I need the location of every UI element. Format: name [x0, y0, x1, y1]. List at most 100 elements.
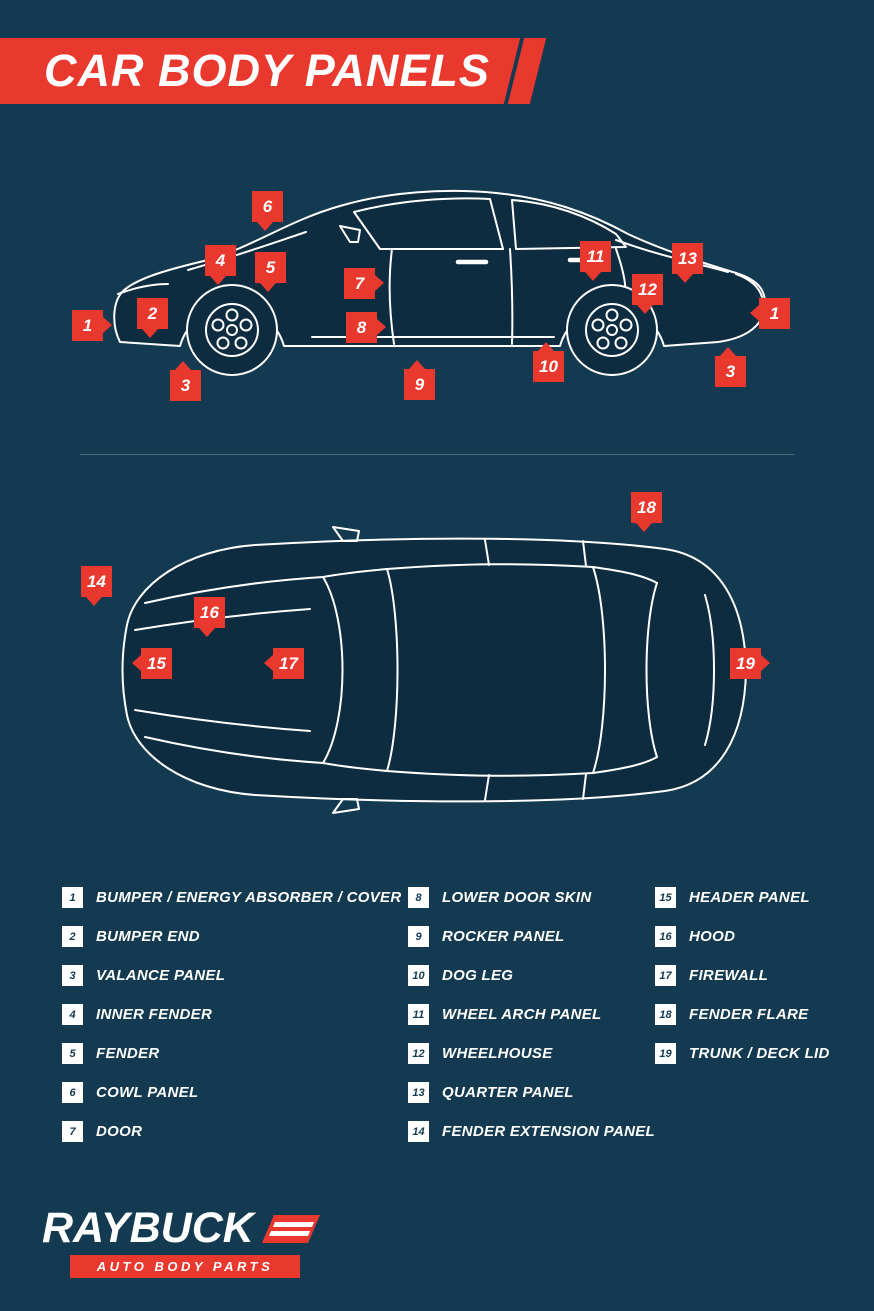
hood-crease-bottom — [134, 709, 311, 732]
marker-number: 13 — [678, 248, 697, 268]
side-marker-10: 10 — [533, 342, 564, 382]
legend-number: 14 — [408, 1121, 429, 1142]
legend-label: INNER FENDER — [96, 1006, 213, 1023]
tagline-bar: AUTO BODY PARTS — [70, 1255, 300, 1278]
legend-number: 16 — [655, 926, 676, 947]
legend-label: WHEELHOUSE — [442, 1045, 553, 1062]
a-pillar-top — [322, 568, 388, 578]
taillight-line — [735, 273, 763, 298]
legend-number: 13 — [408, 1082, 429, 1103]
side-marker-6: 6 — [252, 191, 283, 231]
section-divider — [80, 454, 794, 455]
legend-label: HOOD — [689, 928, 736, 945]
top-marker-15: 15 — [132, 648, 172, 679]
legend-item-19: 19 TRUNK / DECK LID — [655, 1034, 830, 1073]
legend-item-3: 3 VALANCE PANEL — [62, 956, 401, 995]
side-marker-9: 9 — [404, 360, 435, 400]
legend-item-8: 8 LOWER DOOR SKIN — [408, 878, 655, 917]
legend-label: BUMPER / ENERGY ABSORBER / COVER — [96, 889, 402, 906]
top-marker-16: 16 — [194, 597, 225, 637]
marker-number: 2 — [147, 303, 158, 323]
legend-item-17: 17 FIREWALL — [655, 956, 830, 995]
legend-number: 11 — [408, 1004, 429, 1025]
legend-number: 1 — [62, 887, 83, 908]
legend-item-1: 1 BUMPER / ENERGY ABSORBER / COVER — [62, 878, 401, 917]
legend-label: TRUNK / DECK LID — [689, 1045, 830, 1062]
trunk-edge — [704, 594, 715, 746]
legend-number: 3 — [62, 965, 83, 986]
top-marker-14: 14 — [81, 566, 112, 606]
legend-item-16: 16 HOOD — [655, 917, 830, 956]
door-seam-bottom-1 — [484, 774, 490, 801]
side-marker-8: 8 — [346, 312, 386, 343]
legend-label: QUARTER PANEL — [442, 1084, 574, 1101]
legend-label: FENDER EXTENSION PANEL — [442, 1123, 656, 1140]
brand-row: RAYBUCK — [42, 1207, 320, 1250]
side-marker-1-rear: 1 — [750, 298, 790, 329]
brand-name: RAYBUCK — [42, 1204, 254, 1252]
marker-number: 14 — [87, 571, 106, 591]
side-marker-11: 11 — [580, 241, 611, 281]
legend-number: 18 — [655, 1004, 676, 1025]
legend-number: 12 — [408, 1043, 429, 1064]
marker-number: 12 — [638, 279, 657, 299]
rear-wheel — [566, 284, 658, 376]
a-pillar-bottom — [322, 762, 388, 772]
side-marker-2: 2 — [137, 298, 168, 338]
c-pillar-top — [592, 566, 658, 584]
marker-number: 1 — [82, 315, 93, 335]
legend-label: FENDER FLARE — [689, 1006, 809, 1023]
legend-item-18: 18 FENDER FLARE — [655, 995, 830, 1034]
legend-number: 9 — [408, 926, 429, 947]
car-top-view-diagram — [105, 525, 765, 825]
headlight-line — [117, 283, 169, 295]
legend-number: 17 — [655, 965, 676, 986]
legend-number: 5 — [62, 1043, 83, 1064]
marker-number: 17 — [279, 653, 298, 673]
legend-label: DOOR — [96, 1123, 143, 1140]
front-wheel — [186, 284, 278, 376]
legend-item-11: 11 WHEEL ARCH PANEL — [408, 995, 655, 1034]
footer-logo: RAYBUCK AUTO BODY PARTS — [42, 1207, 320, 1278]
legend-label: HEADER PANEL — [689, 889, 810, 906]
legend-item-14: 14 FENDER EXTENSION PANEL — [408, 1112, 655, 1151]
car-top-outline — [121, 537, 747, 803]
mirror — [339, 225, 361, 243]
legend-label: FIREWALL — [689, 967, 769, 984]
roof-front-edge — [386, 568, 399, 772]
marker-number: 15 — [147, 653, 166, 673]
legend-number: 10 — [408, 965, 429, 986]
legend-number: 19 — [655, 1043, 676, 1064]
legend-label: COWL PANEL — [96, 1084, 199, 1101]
hood-line-top — [144, 576, 324, 604]
legend-label: BUMPER END — [96, 928, 200, 945]
marker-number: 10 — [539, 356, 558, 376]
side-marker-3-rear: 3 — [715, 347, 746, 387]
hood-line-bottom — [144, 736, 324, 764]
legend-label: WHEEL ARCH PANEL — [442, 1006, 602, 1023]
legend-number: 8 — [408, 887, 429, 908]
c-pillar-bottom — [592, 756, 658, 774]
door-seam-top-2 — [582, 540, 587, 567]
roof-side-bottom — [386, 770, 594, 777]
side-marker-7: 7 — [344, 268, 384, 299]
legend-label: VALANCE PANEL — [96, 967, 226, 984]
side-marker-3-front: 3 — [170, 361, 201, 401]
marker-number: 3 — [725, 361, 736, 381]
windshield-edge — [322, 576, 344, 764]
car-top-view-illustration — [121, 526, 747, 814]
marker-number: 4 — [215, 250, 226, 270]
marker-number: 1 — [769, 303, 780, 323]
mirror-bottom — [332, 798, 360, 814]
marker-number: 9 — [414, 374, 425, 394]
rear-glass-front-edge — [592, 566, 606, 774]
marker-number: 5 — [265, 257, 276, 277]
legend-label: LOWER DOOR SKIN — [442, 889, 592, 906]
